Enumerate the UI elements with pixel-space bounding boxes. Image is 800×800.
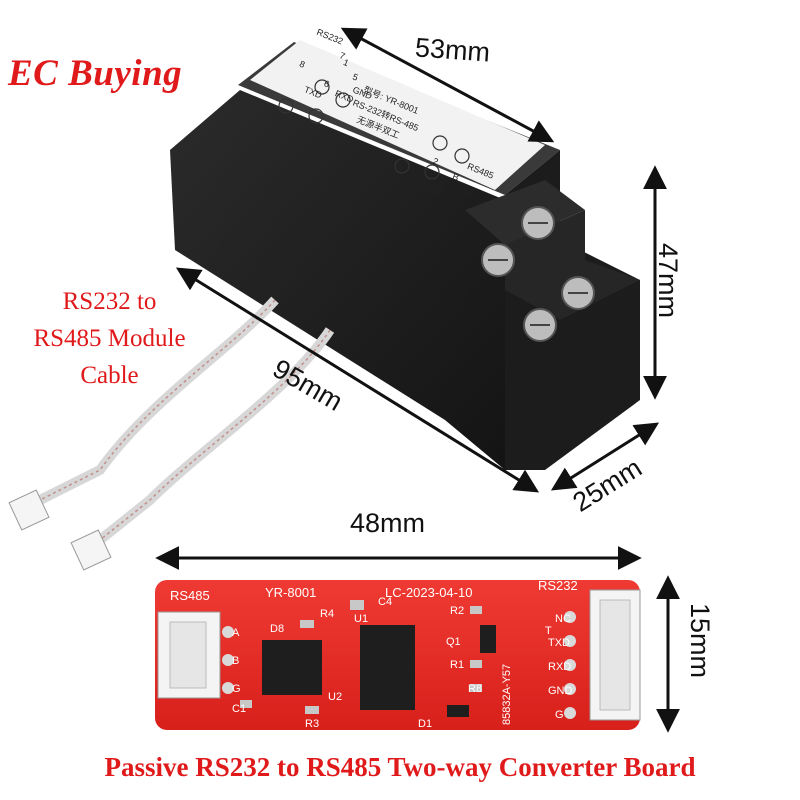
board-model: YR-8001	[265, 585, 316, 600]
board-date: LC-2023-04-10	[385, 585, 472, 600]
dim-label-board-width: 48mm	[350, 508, 426, 538]
converter-board	[155, 580, 641, 730]
sticker-pin-name-a: A	[464, 187, 473, 199]
board-right-header-label: RS232	[538, 578, 578, 593]
cable-label-line-3: Cable	[80, 362, 139, 389]
sticker-pin-2: 2	[431, 156, 439, 167]
board-comp-r3: R3	[305, 718, 319, 730]
board-comp-q1: Q1	[446, 636, 461, 648]
board-comp-d1: D1	[418, 718, 432, 730]
board-comp-c4: C4	[378, 596, 392, 608]
dim-label-board-height: 15mm	[685, 602, 716, 679]
board-pin-nc: NC	[555, 613, 571, 625]
sticker-pin-name-b: B	[451, 171, 460, 183]
board-comp-r4: R4	[320, 608, 334, 620]
dim-label-height: 47mm	[653, 242, 684, 319]
sticker-pin-3: 3	[411, 163, 419, 174]
board-comp-u1: U1	[354, 613, 368, 625]
cable-label-line-1: RS232 to	[62, 288, 157, 315]
cable-label-line-2: RS485 Module	[33, 325, 186, 352]
board-comp-r1: R1	[450, 659, 464, 671]
board-pin-t: T	[545, 625, 552, 637]
board-pin-g-left: G	[232, 683, 241, 695]
sticker-pin-7: 7	[338, 50, 346, 61]
board-side-text: 85832A-Y57	[501, 664, 513, 725]
sticker-rs232: RS232	[315, 27, 344, 47]
dim-arrow-depth	[550, 422, 660, 491]
cable-label: RS232 to RS485 Module Cable	[2, 283, 217, 394]
board-pin-gnd: GND	[548, 685, 573, 697]
sticker-pin-4: 4	[387, 157, 395, 168]
board-pin-g-right: G	[555, 709, 564, 721]
board-comp-r8: R8	[468, 683, 482, 695]
board-pin-txd: TXD	[548, 637, 570, 649]
dim-label-width: 53mm	[414, 32, 492, 68]
dim-arrow-width	[340, 27, 555, 143]
sticker-pin-5: 5	[351, 72, 359, 83]
product-caption: Passive RS232 to RS485 Two-way Converter…	[104, 752, 696, 782]
module-cables	[8, 296, 335, 571]
board-comp-d8: D8	[270, 623, 284, 635]
sticker-pin-1: 1	[342, 57, 350, 68]
brand-logo: EC Buying	[8, 53, 183, 94]
sticker-pin-6: 6	[322, 78, 330, 89]
board-pin-b: B	[232, 655, 239, 667]
board-comp-u2: U2	[328, 691, 342, 703]
dim-arrow-length	[175, 267, 540, 493]
board-pin-rxd: RXD	[548, 661, 571, 673]
board-comp-c1: C1	[232, 703, 246, 715]
board-comp-r2: R2	[450, 605, 464, 617]
sticker-pin-8: 8	[298, 59, 306, 70]
board-pin-a: A	[232, 627, 240, 639]
board-left-header-label: RS485	[170, 588, 210, 603]
